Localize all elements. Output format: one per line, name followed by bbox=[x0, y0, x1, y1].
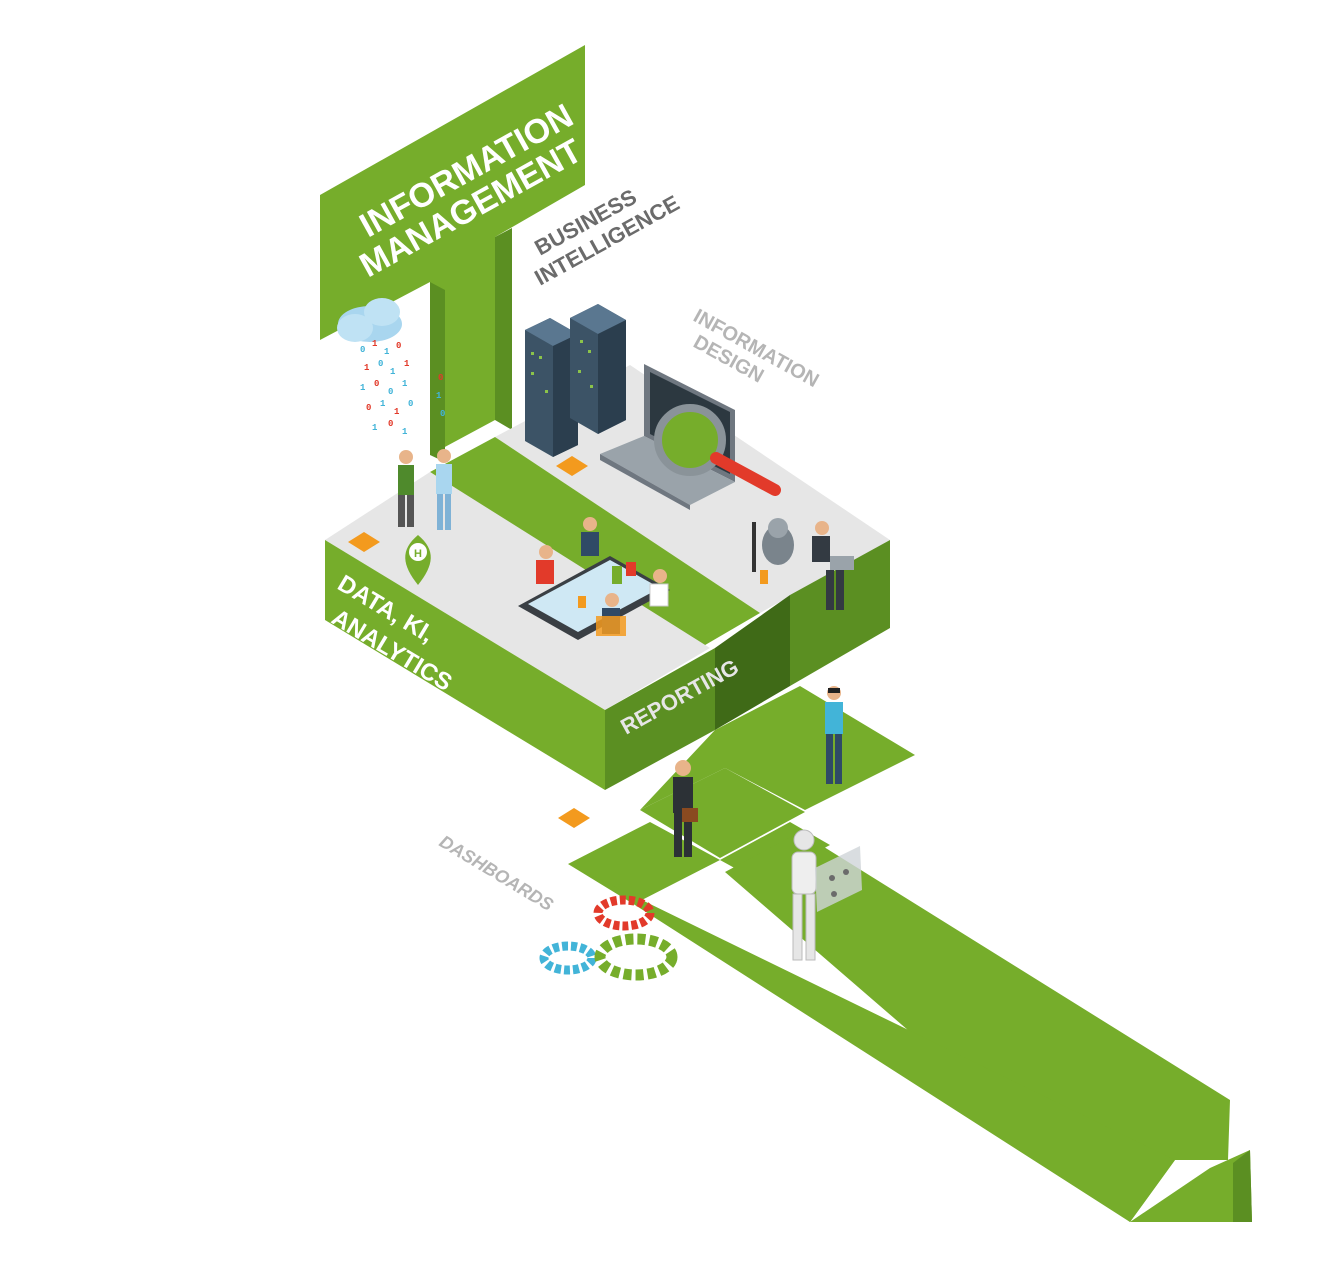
svg-text:1: 1 bbox=[402, 379, 408, 389]
arrow-path bbox=[568, 686, 1252, 1222]
svg-text:1: 1 bbox=[380, 399, 386, 409]
svg-text:0: 0 bbox=[378, 359, 383, 369]
svg-text:1: 1 bbox=[364, 363, 370, 373]
businessman-briefcase bbox=[673, 760, 698, 857]
information-management-wall bbox=[320, 45, 585, 462]
svg-text:H: H bbox=[414, 548, 422, 560]
svg-text:0: 0 bbox=[396, 341, 401, 351]
svg-text:0: 0 bbox=[374, 379, 379, 389]
magnifier-icon bbox=[654, 404, 781, 496]
person-with-tablet bbox=[398, 450, 414, 527]
map-pin-icon: H bbox=[405, 535, 431, 585]
svg-text:1: 1 bbox=[372, 339, 378, 349]
gears-icon bbox=[539, 895, 678, 981]
svg-text:1: 1 bbox=[384, 347, 390, 357]
gear-red-icon bbox=[593, 895, 655, 931]
humanoid-robot-icon bbox=[791, 829, 817, 961]
svg-text:1: 1 bbox=[404, 359, 410, 369]
chip-icon bbox=[348, 456, 590, 828]
meeting-people bbox=[536, 517, 669, 636]
svg-text:0: 0 bbox=[360, 345, 365, 355]
label-dashboards: DASHBOARDS bbox=[436, 831, 557, 915]
cloud-icon bbox=[337, 298, 402, 342]
gear-blue-icon bbox=[539, 941, 597, 975]
svg-text:1: 1 bbox=[360, 383, 366, 393]
svg-text:1: 1 bbox=[390, 367, 396, 377]
svg-text:0: 0 bbox=[366, 403, 371, 413]
person-vr-headset bbox=[825, 686, 843, 784]
svg-text:0: 0 bbox=[440, 409, 445, 419]
svg-text:0: 0 bbox=[388, 419, 393, 429]
svg-text:0: 0 bbox=[408, 399, 413, 409]
person-standing bbox=[436, 449, 452, 530]
svg-text:1: 1 bbox=[394, 407, 400, 417]
svg-text:1: 1 bbox=[402, 427, 408, 437]
svg-text:0: 0 bbox=[388, 387, 393, 397]
gear-green-icon bbox=[594, 933, 678, 981]
holographic-screen-icon bbox=[815, 846, 862, 912]
person-with-laptop bbox=[812, 521, 854, 610]
robot-small-icon bbox=[752, 518, 794, 584]
meeting-table bbox=[518, 556, 670, 640]
svg-text:1: 1 bbox=[372, 423, 378, 433]
server-icon bbox=[525, 304, 626, 457]
svg-text:1: 1 bbox=[436, 391, 442, 401]
svg-text:0: 0 bbox=[438, 373, 443, 383]
